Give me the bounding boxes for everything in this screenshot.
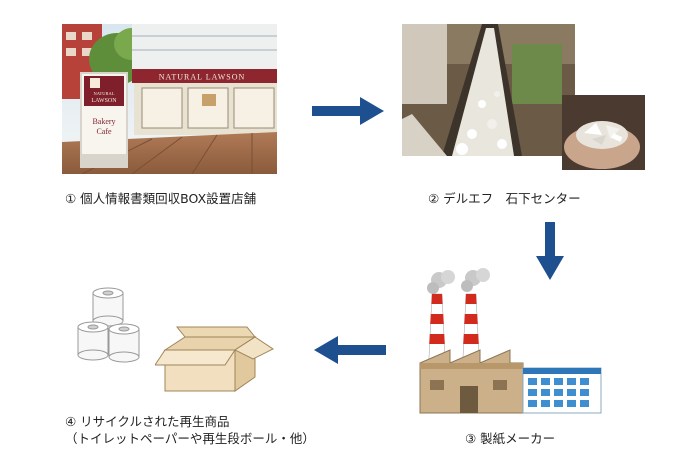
cardboard-box-icon bbox=[155, 325, 275, 395]
sign-brand-small: NATURAL bbox=[94, 91, 115, 96]
step2-caption: ② デルエフ 石下センター bbox=[428, 191, 581, 206]
step4-caption-line1: ④ リサイクルされた再生商品 bbox=[65, 414, 230, 429]
arrow-down-icon bbox=[536, 222, 564, 280]
factory-illustration bbox=[415, 268, 605, 418]
arrow-right-icon bbox=[312, 97, 384, 125]
toilet-paper-icon bbox=[75, 285, 145, 365]
conveyor-photo bbox=[402, 24, 575, 156]
shredded-paper-photo bbox=[562, 95, 645, 170]
step3-caption: ③ 製紙メーカー bbox=[465, 431, 556, 446]
step1-caption: ① 個人情報書類回収BOX設置店舗 bbox=[65, 191, 257, 206]
sign-brand: LAWSON bbox=[91, 98, 117, 104]
arrow-left-icon bbox=[314, 336, 386, 364]
sign-line2: Cafe bbox=[96, 127, 112, 136]
sign-line1: Bakery bbox=[92, 117, 115, 126]
step4-caption-line2: （トイレットペーパーや再生段ボール・他） bbox=[65, 431, 315, 446]
store-facade-text: NATURAL LAWSON bbox=[159, 73, 246, 82]
store-photo: NATURAL LAWSON NATURAL LAWSON Bakery Caf… bbox=[62, 24, 277, 174]
